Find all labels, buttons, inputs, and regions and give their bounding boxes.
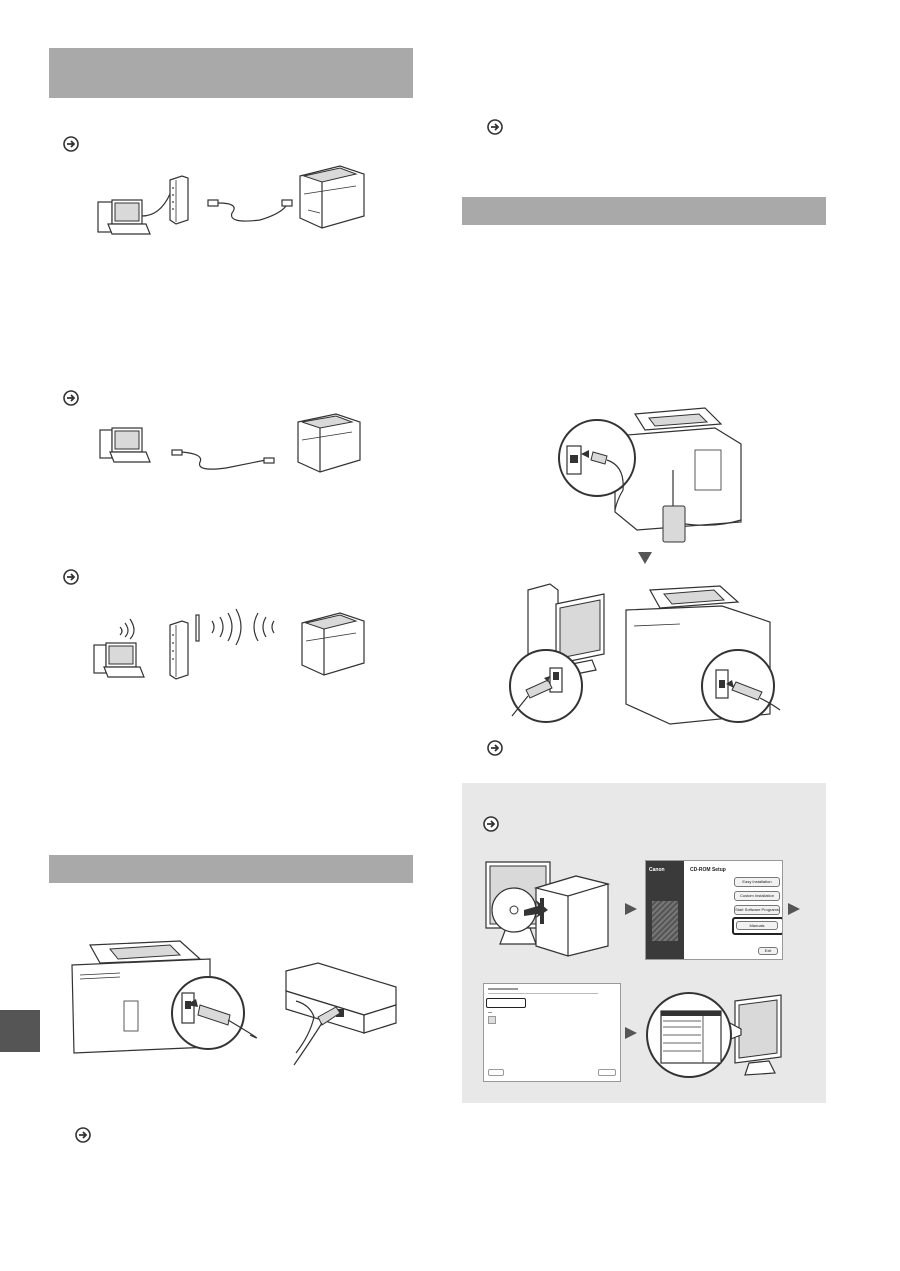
wireless-router-icon xyxy=(169,614,200,680)
reference-arrow-icon xyxy=(63,136,79,152)
manual-item-icon xyxy=(488,1016,496,1024)
section-header-usb-connection xyxy=(462,197,826,225)
manuals-window-title xyxy=(488,988,518,990)
easy-installation-button[interactable]: Easy Installation xyxy=(734,877,780,887)
printer-rear-icon xyxy=(71,940,211,1054)
manual-item-highlight[interactable] xyxy=(486,998,526,1008)
down-arrow-icon xyxy=(638,552,652,564)
adapter-icon xyxy=(662,470,742,543)
section-header-connection-method xyxy=(49,48,413,98)
usb-removal-illustration xyxy=(558,407,742,543)
page-tab xyxy=(0,1010,40,1052)
manuals-window-subtitle xyxy=(488,993,598,994)
manuals-button[interactable]: Manuals xyxy=(736,921,778,930)
reference-arrow-icon xyxy=(63,390,79,406)
wireless-waves-icon xyxy=(211,608,275,646)
cd-setup-brand: Canon xyxy=(649,867,665,873)
reference-arrow-icon xyxy=(487,740,503,756)
cd-setup-window: Canon CD-ROM Setup Easy Installation Cus… xyxy=(645,860,783,960)
usb-port-zoom-icon xyxy=(701,649,781,723)
manual-view-illustration xyxy=(646,992,782,1078)
router-icon xyxy=(169,175,189,225)
close-button[interactable] xyxy=(598,1069,616,1076)
usb-illustration xyxy=(99,413,361,473)
right-arrow-icon xyxy=(788,903,800,915)
manual-item-divider xyxy=(488,1012,492,1013)
cd-insert-illustration xyxy=(485,861,611,957)
computer-tower-icon xyxy=(533,875,611,957)
cd-icon xyxy=(491,887,537,933)
computer-icon xyxy=(97,199,151,235)
monitor-icon xyxy=(734,994,782,1076)
manuals-highlight: Manuals xyxy=(732,917,782,935)
hub-icon xyxy=(285,962,397,1066)
printer-icon xyxy=(297,413,361,473)
printer-rear-icon xyxy=(614,407,742,531)
usb-port-zoom-icon xyxy=(509,649,583,723)
back-button[interactable] xyxy=(488,1069,504,1076)
exit-button[interactable]: Exit xyxy=(758,947,778,955)
lan-port-zoom-icon xyxy=(171,976,257,1050)
lan-cable-icon xyxy=(207,199,293,222)
manual-zoom-icon xyxy=(646,992,732,1078)
cd-setup-sidebar: Canon xyxy=(646,861,684,959)
reference-arrow-icon xyxy=(63,569,79,585)
cd-setup-title: CD-ROM Setup xyxy=(690,867,726,873)
usb-cable-icon xyxy=(171,449,275,470)
manuals-window xyxy=(483,983,621,1082)
wireless-lan-illustration xyxy=(93,608,365,680)
section-header-lan-connection xyxy=(49,855,413,883)
start-software-button[interactable]: Start Software Programs xyxy=(734,905,780,915)
cd-setup-art xyxy=(652,901,678,941)
printer-icon xyxy=(301,612,365,676)
wired-lan-illustration xyxy=(97,165,365,235)
computer-icon xyxy=(93,618,145,678)
custom-installation-button[interactable]: Custom Installation xyxy=(734,891,780,901)
usb-connect-illustration xyxy=(509,583,781,725)
printer-icon xyxy=(299,165,365,229)
reference-arrow-icon xyxy=(487,119,503,135)
right-arrow-icon xyxy=(625,903,637,915)
lan-port-illustration xyxy=(71,940,397,1066)
reference-arrow-icon xyxy=(75,1127,91,1143)
computer-icon xyxy=(99,427,151,463)
reference-arrow-icon xyxy=(483,816,499,832)
right-arrow-icon xyxy=(625,1027,637,1039)
usb-port-zoom-icon xyxy=(558,419,636,511)
